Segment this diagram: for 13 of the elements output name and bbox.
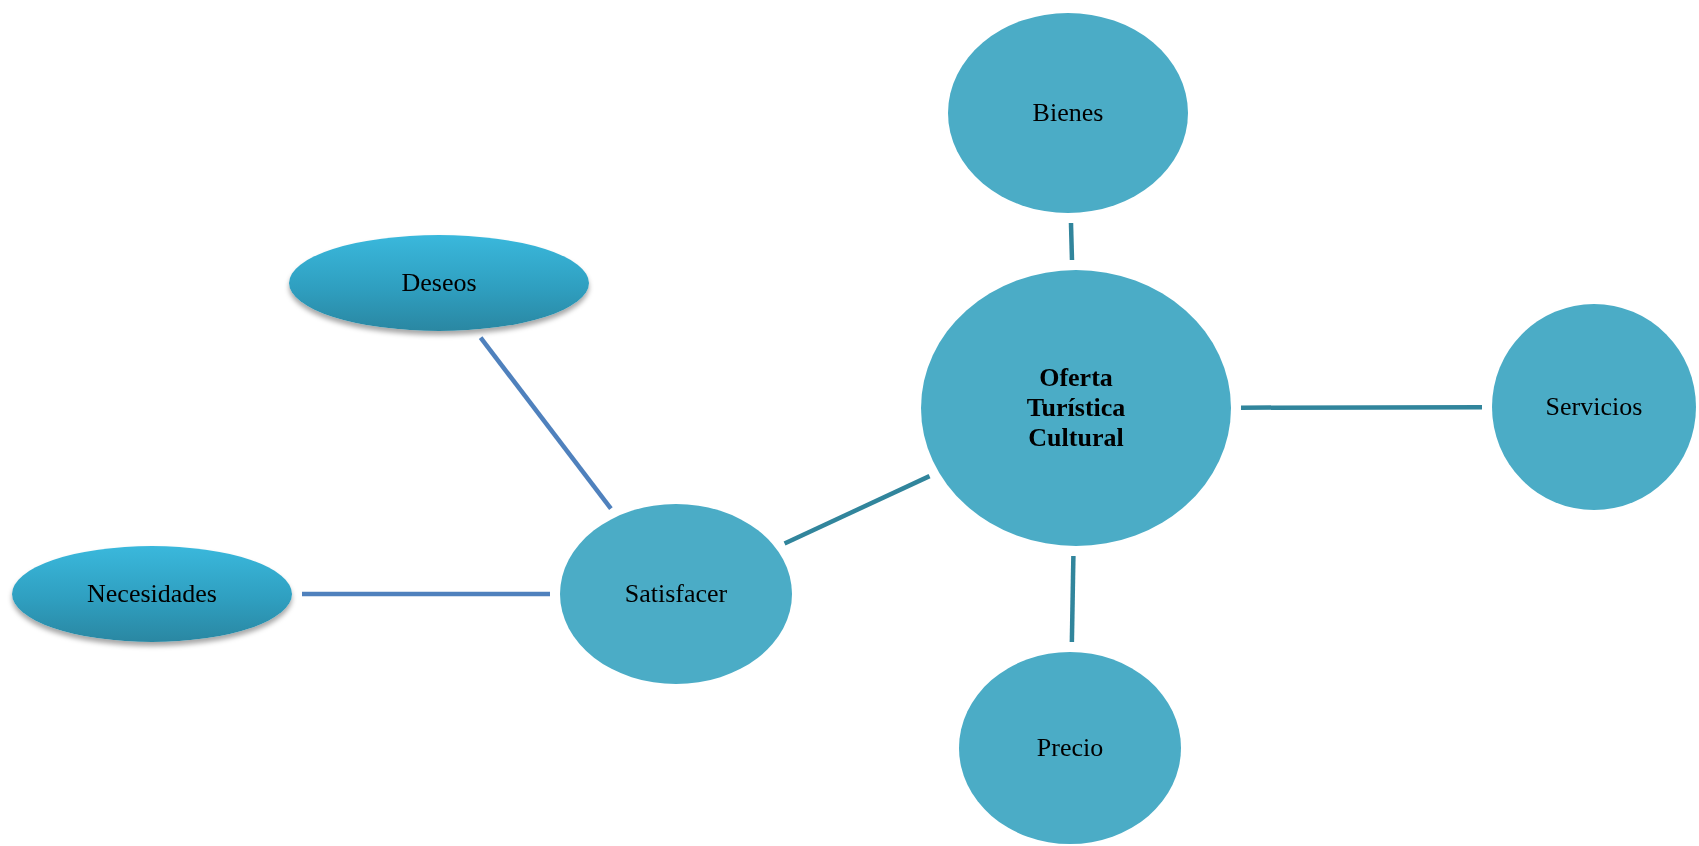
node-label: Servicios	[1545, 392, 1643, 422]
connector-line	[302, 591, 550, 597]
node-label: Satisfacer	[624, 579, 728, 609]
connector-line	[1069, 555, 1076, 643]
node-label: Deseos	[401, 268, 477, 298]
node-label: Bienes	[1032, 98, 1104, 128]
connector-line	[478, 336, 613, 510]
node-label: Precio	[1036, 733, 1104, 763]
connector-line	[1241, 404, 1482, 410]
node-label: Oferta Turística Cultural	[1025, 363, 1127, 453]
node-label: Necesidades	[87, 579, 217, 609]
connector-line	[1068, 222, 1075, 261]
connector-line	[783, 474, 931, 546]
